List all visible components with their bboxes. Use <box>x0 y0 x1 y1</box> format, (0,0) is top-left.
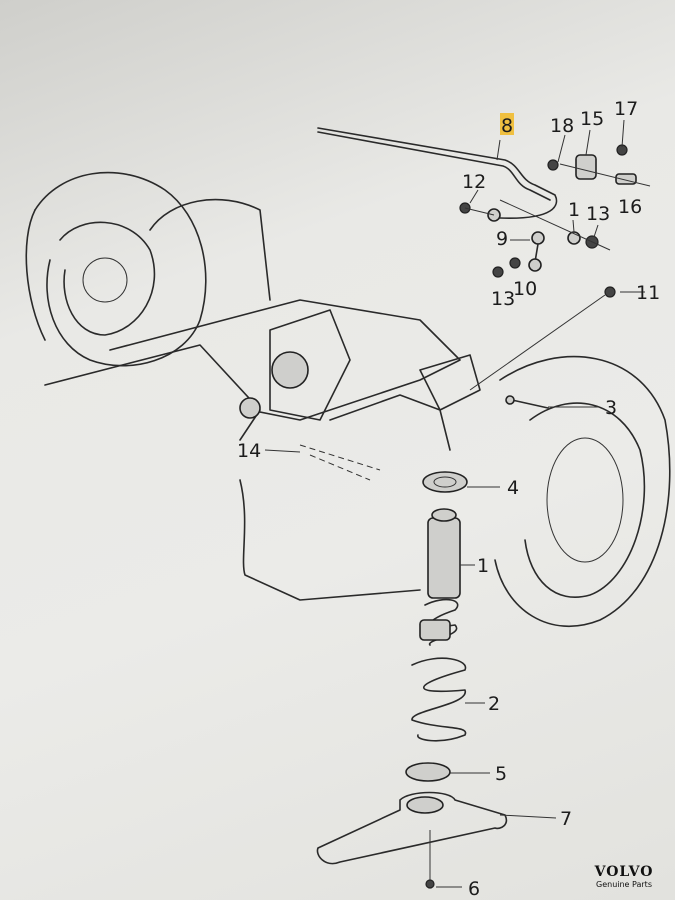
leader-lines <box>264 119 645 888</box>
callout-13-lower[interactable]: 13 <box>491 288 515 310</box>
callout-9[interactable]: 9 <box>496 228 508 250</box>
callout-8[interactable]: 8 <box>501 115 513 137</box>
callout-10[interactable]: 10 <box>513 278 537 300</box>
logo-tagline: Genuine Parts <box>596 880 652 889</box>
callout-4[interactable]: 4 <box>507 477 519 499</box>
rear-axle <box>44 198 481 601</box>
stabilizer-bar <box>317 127 651 278</box>
right-wheel <box>494 355 671 628</box>
logo-brand: VOLVO <box>594 864 654 880</box>
highlight-marker <box>500 113 514 135</box>
callout-2[interactable]: 2 <box>488 693 500 715</box>
callout-6[interactable]: 6 <box>468 878 480 900</box>
callout-13-upper[interactable]: 13 <box>586 203 610 225</box>
callout-18[interactable]: 18 <box>550 115 574 137</box>
callout-3[interactable]: 3 <box>605 397 617 419</box>
callout-14[interactable]: 14 <box>237 440 261 462</box>
callout-15[interactable]: 15 <box>580 108 604 130</box>
shock-spring-assembly <box>316 286 616 889</box>
callout-labels: 8 18 15 17 12 1 13 16 9 13 10 11 3 14 4 … <box>237 98 660 900</box>
callout-17[interactable]: 17 <box>614 98 638 120</box>
callout-7[interactable]: 7 <box>560 808 572 830</box>
callout-5[interactable]: 5 <box>495 763 507 785</box>
left-wheel <box>25 171 207 367</box>
volvo-genuine-parts-logo: VOLVO Genuine Parts <box>584 864 664 889</box>
callout-1-upper[interactable]: 1 <box>568 199 580 221</box>
callout-1-lower[interactable]: 1 <box>477 555 489 577</box>
callout-16[interactable]: 16 <box>618 196 642 218</box>
callout-12[interactable]: 12 <box>462 171 486 193</box>
callout-11[interactable]: 11 <box>636 282 660 304</box>
